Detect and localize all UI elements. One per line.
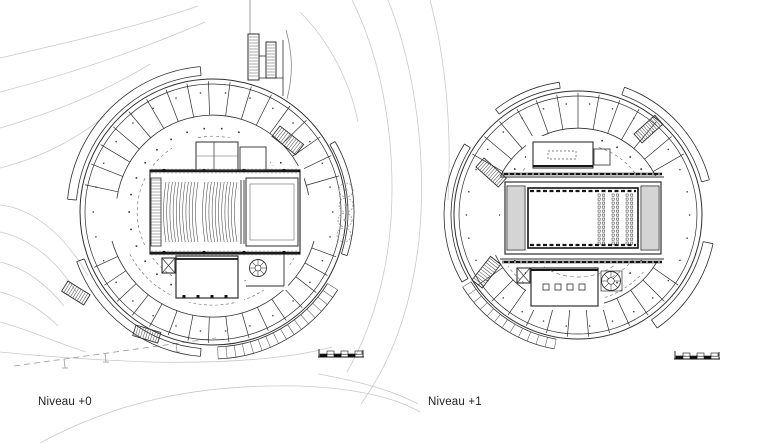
floor-plan-niveau-0 bbox=[61, 0, 364, 360]
choir-ladder bbox=[150, 177, 162, 247]
control-room bbox=[532, 141, 611, 169]
stair-hatch bbox=[633, 114, 664, 144]
stair-hatch bbox=[471, 255, 502, 289]
balcony-stair-right bbox=[640, 185, 660, 251]
trees-row bbox=[336, 182, 354, 243]
rehearsal-room bbox=[175, 254, 285, 299]
roof-shafts bbox=[247, 0, 292, 100]
plan-label-niveau-1: Niveau +1 bbox=[428, 396, 482, 408]
stair-enclosure bbox=[600, 270, 623, 292]
tree-icon bbox=[336, 227, 352, 243]
tree-icon bbox=[338, 197, 354, 213]
balcony-stair-left bbox=[506, 185, 526, 251]
tree-icon bbox=[337, 212, 353, 228]
site-contours bbox=[0, 0, 450, 443]
lower-room bbox=[530, 267, 599, 307]
plan-label-niveau-0: Niveau +0 bbox=[38, 396, 92, 408]
spiral-stair-icon bbox=[249, 259, 267, 277]
stair-hatch bbox=[271, 125, 305, 156]
seating-rows bbox=[163, 181, 238, 243]
spiral-stair-icon bbox=[601, 271, 621, 291]
stair-hatch bbox=[132, 324, 162, 344]
hall-balcony-level bbox=[500, 172, 664, 264]
balcony-seats bbox=[597, 193, 633, 245]
stage-area bbox=[245, 177, 299, 247]
stair-hatch bbox=[61, 280, 91, 306]
graphic-scale-bar bbox=[318, 349, 364, 358]
upper-rooms bbox=[195, 141, 267, 171]
elevator-shaft-icon bbox=[516, 267, 531, 284]
stair-hatch bbox=[475, 157, 507, 188]
graphic-scale-bar bbox=[674, 351, 720, 360]
tree-icon bbox=[338, 182, 354, 198]
elevator-shaft-icon bbox=[161, 257, 176, 274]
floor-plan-niveau-1 bbox=[443, 81, 720, 360]
